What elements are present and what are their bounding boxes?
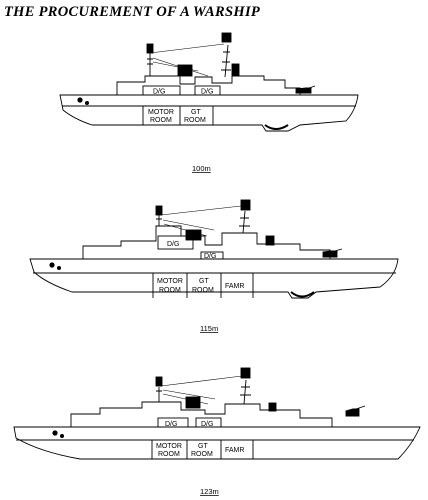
antenna-wires — [160, 375, 243, 405]
propeller — [290, 291, 315, 298]
anchor-mark — [60, 434, 64, 438]
sonar-dome — [231, 63, 240, 77]
funnel — [185, 396, 201, 409]
hull-outline — [59, 94, 359, 132]
dg-room-fwd — [142, 85, 181, 96]
dg-room-aft — [200, 251, 224, 260]
mast-aft — [147, 53, 153, 76]
compartment-label: ROOM — [184, 117, 206, 124]
sonar-dome — [268, 402, 277, 412]
superstructure — [82, 225, 331, 259]
anchor-mark — [52, 430, 58, 436]
mast-fwd — [239, 210, 250, 234]
dg-label: D/G — [201, 89, 213, 96]
length-label: 123m — [200, 487, 219, 496]
superstructure — [116, 75, 301, 95]
dg-room-fwd — [157, 235, 194, 250]
compartment-label: FAMR — [225, 447, 244, 454]
superstructure — [70, 401, 333, 427]
radar-fwd — [240, 199, 251, 211]
forward-gun — [322, 248, 343, 258]
compartment-label: ROOM — [158, 451, 180, 458]
length-label: 115m — [200, 324, 218, 333]
hull-outline — [29, 258, 399, 299]
engine-compartments — [142, 106, 214, 125]
compartment-label: FAMR — [225, 283, 244, 290]
dg-label: D/G — [204, 253, 216, 260]
hull-outline — [13, 426, 421, 460]
anchor-mark — [57, 266, 61, 270]
dg-label: D/G — [153, 89, 165, 96]
ship-profile-115m: D/G D/G MOTOR ROOM GT ROOM FAMR 115m — [29, 199, 399, 333]
page-header: THE PROCUREMENT OF A WARSHIP — [4, 4, 261, 20]
funnel — [177, 64, 193, 77]
dg-room-aft — [195, 417, 222, 428]
ship-profile-100m: D/G D/G MOTOR ROOM GT ROOM 100m — [59, 32, 359, 173]
mast-aft — [156, 387, 162, 402]
compartment-label: GT — [199, 278, 209, 285]
mast-fwd — [240, 379, 251, 405]
dg-room-fwd — [157, 417, 189, 428]
compartment-label: MOTOR — [157, 278, 183, 285]
dg-label: D/G — [167, 241, 179, 248]
compartment-label: GT — [191, 109, 201, 116]
anchor-mark — [77, 97, 83, 103]
forward-gun — [295, 85, 316, 94]
radar-fwd — [240, 367, 251, 379]
radar-aft — [146, 43, 154, 54]
mast-fwd — [221, 44, 231, 78]
radar-aft — [155, 376, 163, 387]
forward-gun — [345, 405, 366, 417]
engine-compartments — [152, 273, 254, 298]
engine-compartments — [151, 440, 254, 459]
compartment-label: ROOM — [150, 117, 172, 124]
radar-aft — [155, 205, 163, 216]
length-label: 100m — [192, 164, 211, 173]
anchor-mark — [49, 262, 55, 268]
compartment-label: GT — [198, 443, 208, 450]
compartment-label: MOTOR — [148, 109, 174, 116]
funnel — [185, 229, 202, 241]
compartment-label: ROOM — [191, 451, 213, 458]
mast-aft — [156, 215, 162, 226]
dg-label: D/G — [165, 421, 177, 428]
compartment-label: MOTOR — [156, 443, 182, 450]
sonar-dome — [265, 235, 275, 246]
dg-room-aft — [194, 85, 221, 96]
dg-label: D/G — [201, 421, 213, 428]
compartment-label: ROOM — [159, 287, 181, 294]
compartment-label: ROOM — [192, 287, 214, 294]
propeller — [264, 124, 289, 130]
radar-fwd — [221, 32, 232, 43]
anchor-mark — [85, 101, 89, 105]
ship-profile-123m: D/G D/G MOTOR ROOM GT ROOM FAMR 123m — [13, 367, 421, 496]
